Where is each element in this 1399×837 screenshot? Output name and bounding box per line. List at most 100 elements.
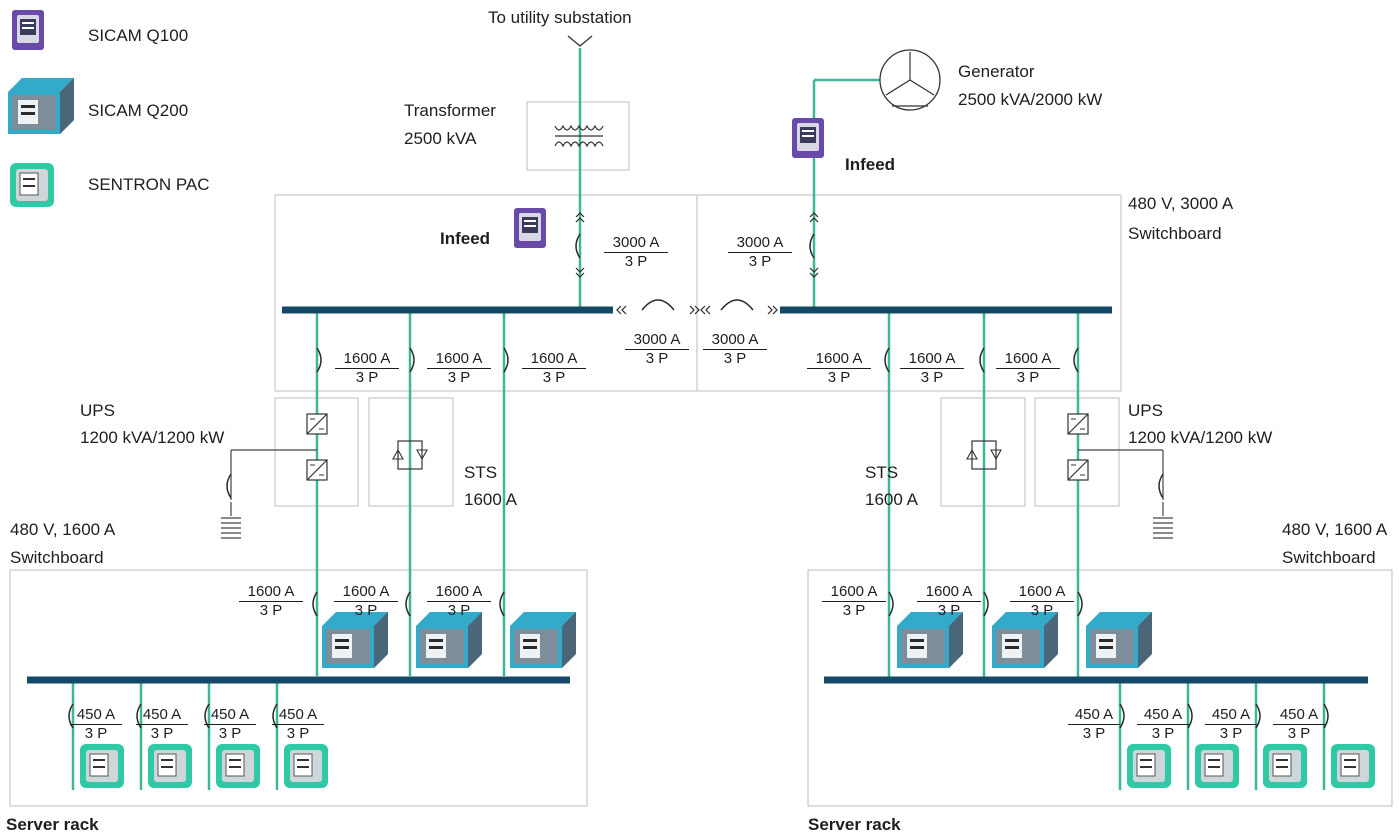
ups-title-left: UPS [80, 401, 115, 420]
transformer-frame [526, 101, 630, 171]
meter-pac-left-1 [80, 744, 124, 788]
breaker-sub-right-1 [888, 591, 894, 617]
tie-chev-2 [689, 305, 700, 315]
ups-rectifier-right [1067, 413, 1089, 435]
sub-switchboard-name-right: Switchboard [1282, 548, 1376, 567]
drawout-down-left [575, 267, 585, 278]
breaker-rack-left-4 [272, 703, 278, 729]
breaker-sub-right-3 [1077, 591, 1083, 617]
meter-q200-right-3 [1086, 612, 1152, 668]
transformer-rating: 2500 kVA [404, 129, 477, 148]
meter-pac-left-4 [284, 744, 328, 788]
drawout-down-right [809, 267, 819, 278]
breaker-rack-right-4 [1323, 703, 1329, 729]
drawout-up-right [809, 212, 819, 223]
meter-q200-left-3 [510, 612, 576, 668]
legend-label-pac: SENTRON PAC [88, 175, 210, 194]
drawout-up-left [575, 212, 585, 223]
breaker-infeed-left [575, 233, 581, 259]
breaker-sub-left-3 [499, 591, 505, 617]
ups-rating-right: 1200 kVA/1200 kW [1128, 428, 1273, 447]
transformer-title: Transformer [404, 101, 496, 120]
generator-icon [879, 49, 941, 111]
breaker-feeder-left-2 [409, 347, 415, 373]
sub-switchboard-frame-right [807, 569, 1393, 807]
breaker-rack-right-3 [1255, 703, 1261, 729]
tie-chev-1 [616, 305, 627, 315]
breaker-ups-bypass-right [1158, 473, 1164, 499]
breaker-sub-left-1 [312, 591, 318, 617]
breaker-feeder-right-1 [884, 347, 890, 373]
server-rack-label-left: Server rack [6, 815, 99, 834]
infeed-label-left: Infeed [440, 229, 491, 248]
breaker-sub-right-2 [983, 591, 989, 617]
meter-q200-left-2 [416, 612, 482, 668]
breaker-rack-left-1 [68, 703, 74, 729]
main-switchboard-name: Switchboard [1128, 224, 1222, 243]
generator-title: Generator [958, 62, 1035, 81]
transformer-coil-icon [554, 124, 604, 148]
breaker-rack-left-3 [204, 703, 210, 729]
ups-rectifier-left [306, 413, 328, 435]
sts-thyristor-right [966, 440, 1002, 470]
breaker-rack-left-2 [136, 703, 142, 729]
meter-pac-left-3 [216, 744, 260, 788]
breaker-sub-left-2 [405, 591, 411, 617]
utility-arrow-icon [567, 35, 593, 47]
sts-rating-left: 1600 A [464, 490, 517, 509]
breaker-tie-right [720, 299, 754, 311]
ups-title-right: UPS [1128, 401, 1163, 420]
meter-infeed-left [514, 208, 546, 248]
sts-title-right: STS [865, 463, 899, 482]
breaker-rack-right-2 [1187, 703, 1193, 729]
sub-switchboard-name-left: Switchboard [10, 548, 104, 567]
breaker-infeed-right [809, 233, 815, 259]
meter-q200-right-2 [992, 612, 1058, 668]
sicam-q100-icon [12, 10, 44, 50]
legend-label-q200: SICAM Q200 [88, 101, 189, 120]
sub-switchboard-voltage-left: 480 V, 1600 A [10, 520, 116, 539]
server-rack-label-right: Server rack [808, 815, 901, 834]
sentron-pac-icon [10, 163, 54, 207]
ups-rating-left: 1200 kVA/1200 kW [80, 428, 225, 447]
sicam-q200-icon [8, 78, 74, 134]
sts-thyristor-left [392, 440, 428, 470]
ups-inverter-right [1067, 459, 1089, 481]
infeed-label-right: Infeed [845, 155, 896, 174]
main-switchboard-frame [274, 194, 1122, 392]
meter-pac-right-4 [1331, 744, 1375, 788]
meter-infeed-right [792, 118, 824, 158]
breaker-rack-right-1 [1119, 703, 1125, 729]
generator-rating: 2500 kVA/2000 kW [958, 90, 1103, 109]
meter-q200-right-1 [897, 612, 963, 668]
ground-icon-left [221, 502, 241, 539]
main-switchboard-voltage: 480 V, 3000 A [1128, 194, 1234, 213]
ground-icon-right [1153, 502, 1173, 539]
breaker-feeder-left-3 [503, 347, 509, 373]
meter-pac-left-2 [148, 744, 192, 788]
ups-inverter-left [306, 459, 328, 481]
utility-label: To utility substation [488, 8, 632, 27]
breaker-tie-left [641, 299, 675, 311]
legend-label-q100: SICAM Q100 [88, 26, 189, 45]
meter-pac-right-2 [1195, 744, 1239, 788]
